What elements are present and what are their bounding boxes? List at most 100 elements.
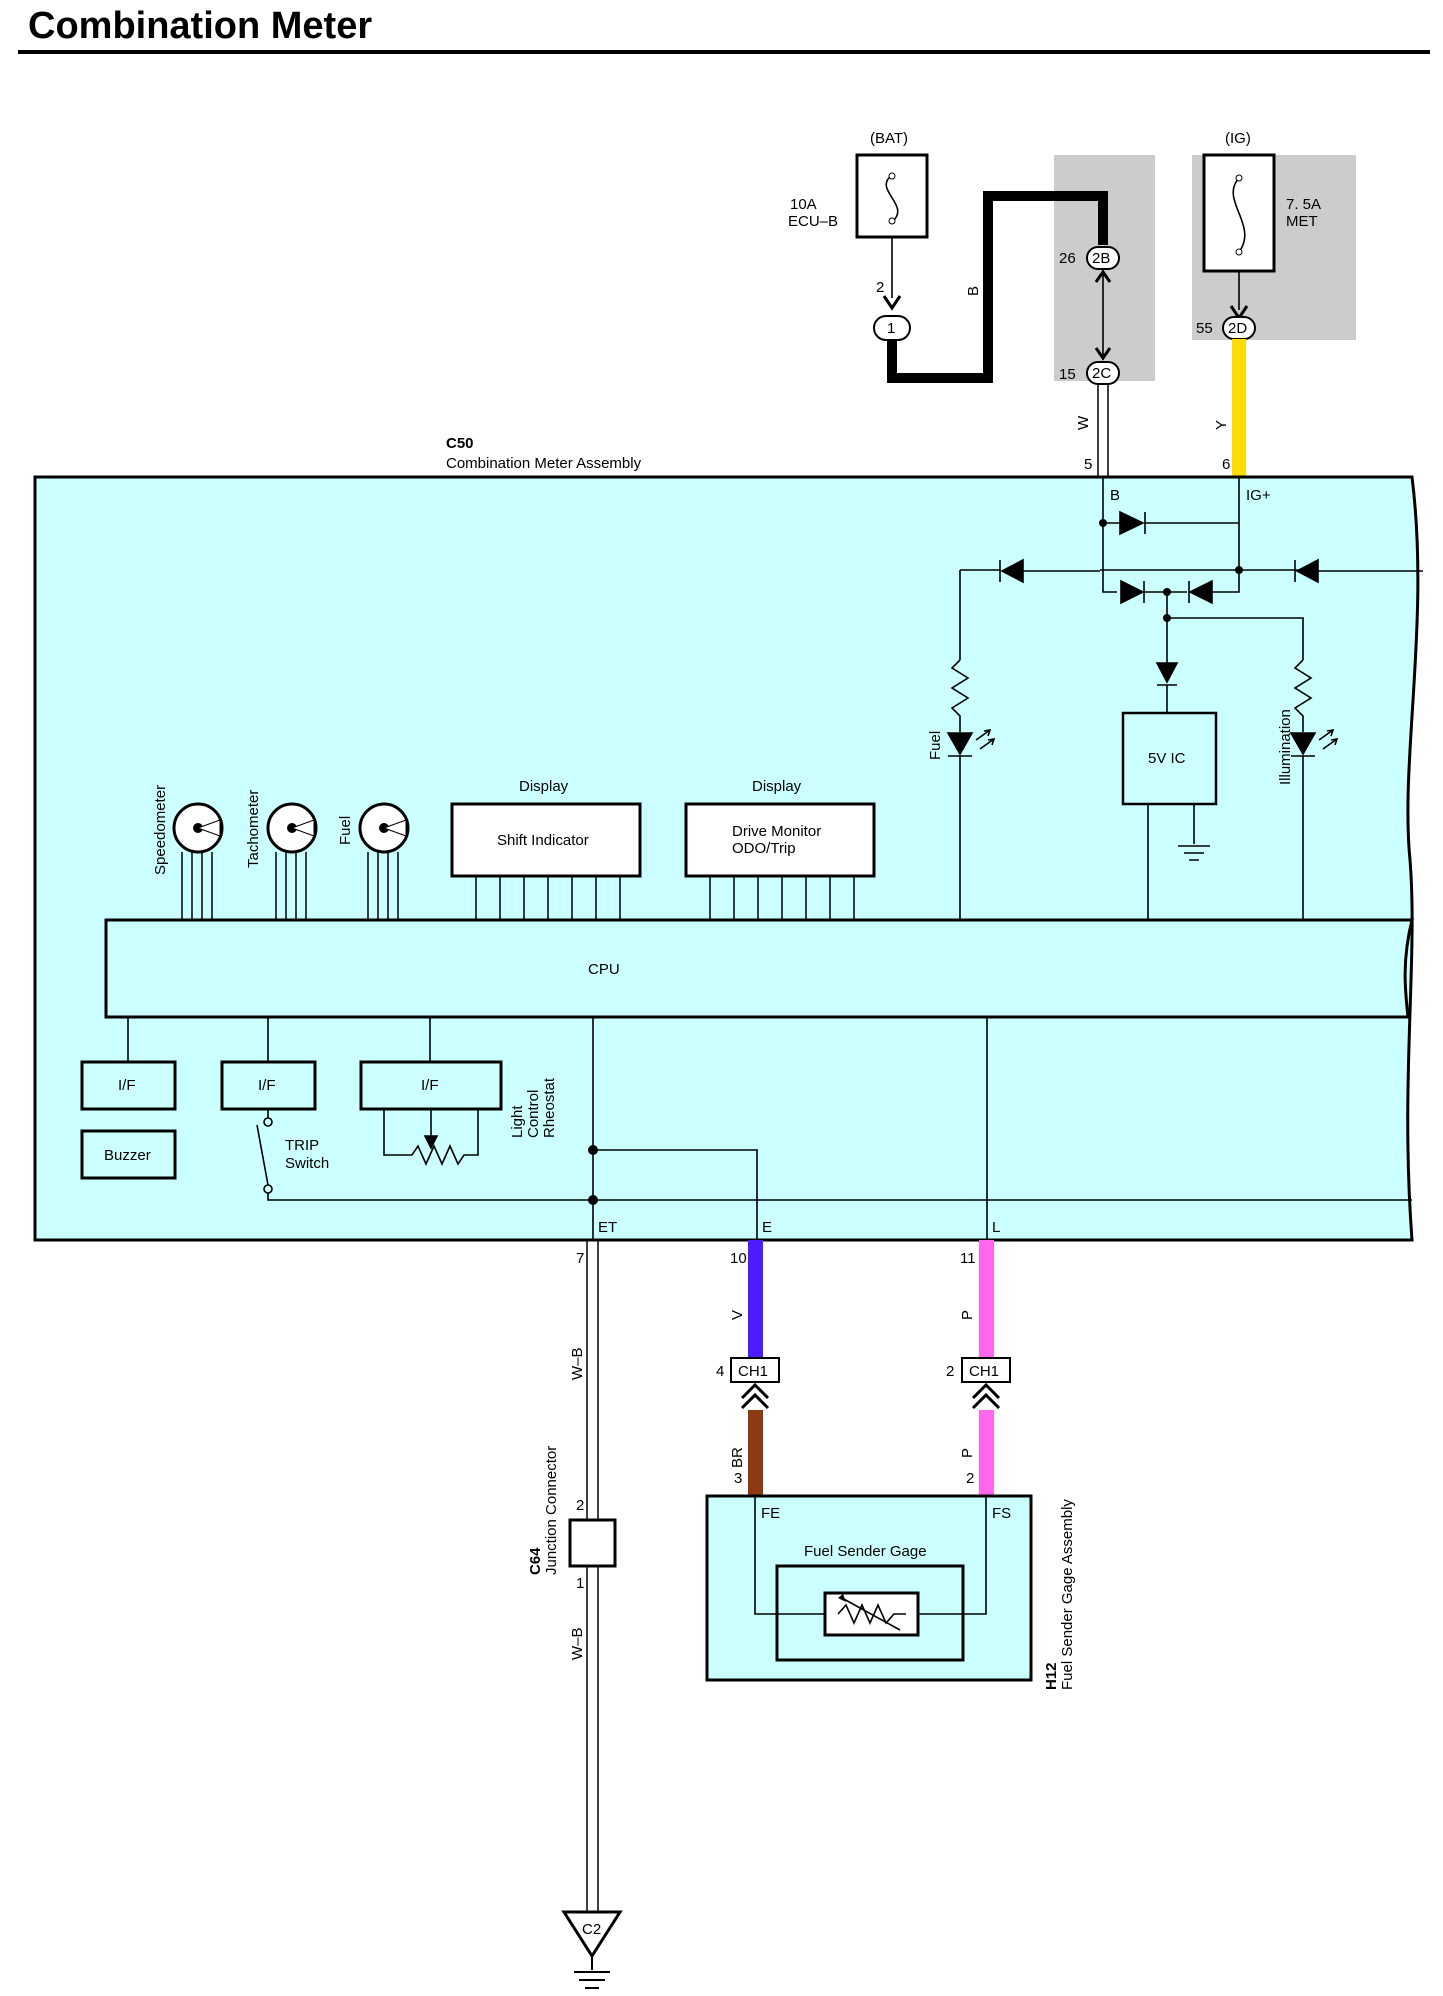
tachometer-gauge	[266, 802, 318, 920]
rheo-label1: Light	[509, 1105, 526, 1138]
wire-label-v: V	[729, 1310, 746, 1320]
display1-label: Shift Indicator	[497, 832, 589, 849]
sender-inner-label: Fuel Sender Gage	[804, 1543, 927, 1560]
ch1-right-pin: 2	[946, 1363, 954, 1380]
wire-label-w: W	[1075, 415, 1092, 430]
pin-b-label: B	[1110, 487, 1120, 504]
interface-trip	[220, 1060, 317, 1111]
pin-e-num: 10	[730, 1250, 747, 1267]
page-title: Combination Meter	[28, 5, 372, 47]
sender-name: Fuel Sender Gage Assembly	[1059, 1499, 1076, 1690]
ch1-right-label: CH1	[969, 1363, 999, 1380]
wire-label-wb-bottom: W–B	[569, 1627, 586, 1660]
wire-label-y: Y	[1213, 420, 1230, 430]
connector-1	[873, 315, 911, 341]
cpu-block	[104, 918, 1414, 1019]
connector-ch1-right	[961, 1357, 1011, 1383]
pin-b-num: 5	[1084, 456, 1092, 473]
c2c-pin: 15	[1059, 366, 1076, 383]
wire-brown	[748, 1410, 763, 1496]
light-control-rheostat	[383, 1109, 479, 1166]
trip-label1: TRIP	[285, 1137, 319, 1154]
ground-c2	[561, 1910, 623, 1959]
junction-id: C64	[527, 1547, 544, 1575]
wire-label-br: BR	[729, 1447, 746, 1468]
display1-caption: Display	[519, 778, 569, 795]
display2-line1: Drive Monitor	[732, 823, 821, 840]
wire-pink-upper	[979, 1240, 994, 1358]
speedometer-gauge	[172, 802, 224, 920]
connector-2c	[1086, 361, 1120, 385]
wire-label-wb-top: W–B	[569, 1347, 586, 1380]
fuse-met-element	[1232, 177, 1246, 253]
wire-label-p-bottom: P	[959, 1448, 976, 1458]
c2d-label: 2D	[1228, 320, 1247, 337]
ch1-left-label: CH1	[738, 1363, 768, 1380]
ic-label: 5V IC	[1148, 750, 1186, 767]
bat-source-label: (BAT)	[870, 130, 908, 147]
ig-source-label: (IG)	[1225, 130, 1251, 147]
speedometer-label: Speedometer	[152, 785, 169, 875]
c2c-label: 2C	[1092, 365, 1111, 382]
sender-id: H12	[1043, 1662, 1060, 1690]
fuse2-name: MET	[1286, 213, 1318, 230]
c2d-pin: 55	[1196, 320, 1213, 337]
buzzer	[80, 1129, 177, 1180]
fuse1-name: ECU–B	[788, 213, 838, 230]
pin-et-num: 7	[576, 1250, 584, 1267]
trip-switch	[256, 1109, 1412, 1201]
assembly-id: C50	[446, 435, 474, 452]
illumination-led	[1289, 659, 1339, 920]
pin-e-label: E	[762, 1219, 772, 1236]
wire-label-b: B	[965, 286, 982, 296]
trip-label2: Switch	[285, 1155, 329, 1172]
fuse-ecu-b	[855, 153, 929, 239]
tachometer-label: Tachometer	[245, 790, 262, 868]
illumination-label: Illumination	[1277, 709, 1294, 785]
wire-yellow	[1232, 339, 1246, 476]
wire-b-thick	[887, 191, 1108, 383]
buzzer-label: Buzzer	[104, 1147, 151, 1164]
sender-pin-fs: FS	[992, 1505, 1011, 1522]
fuel-gauge-label: Fuel	[337, 816, 354, 845]
display2-caption: Display	[752, 778, 802, 795]
interface-buzzer	[80, 1060, 177, 1111]
fuel-gauge	[358, 802, 410, 920]
ground-c2-label: C2	[582, 1921, 601, 1938]
fuse-ecu-b-element	[885, 174, 899, 223]
rheo-label2: Control	[525, 1090, 542, 1138]
wire-violet	[748, 1240, 763, 1358]
pin-l-num: 11	[960, 1250, 976, 1267]
fuel-led-label: Fuel	[927, 731, 944, 760]
wire-pink-lower	[979, 1410, 994, 1496]
c2b-pin: 26	[1059, 250, 1076, 267]
cpu-label: CPU	[588, 961, 620, 978]
if1-label: I/F	[118, 1077, 136, 1094]
display2-line2: ODO/Trip	[732, 840, 796, 857]
ch1-left-pin: 4	[716, 1363, 724, 1380]
junction-pin-top: 2	[576, 1497, 584, 1514]
connector-ch1-left	[730, 1357, 780, 1383]
junction-connector-c64	[568, 1518, 617, 1568]
c1-pin: 2	[876, 279, 884, 296]
sender-pin-fe: FE	[761, 1505, 780, 1522]
fuse1-amp: 10A	[790, 196, 817, 213]
pin-ig-num: 6	[1222, 456, 1230, 473]
junction-pin-bottom: 1	[576, 1575, 584, 1592]
sender-pin-fs-num: 2	[966, 1470, 974, 1487]
c2b-label: 2B	[1092, 250, 1110, 267]
if2-label: I/F	[258, 1077, 276, 1094]
fuse2-amp: 7. 5A	[1286, 196, 1321, 213]
5v-ic	[1121, 711, 1218, 806]
drive-monitor-display	[684, 802, 876, 878]
sender-pin-fe-num: 3	[734, 1470, 742, 1487]
pin-l-label: L	[992, 1219, 1000, 1236]
junction-name: Junction Connector	[543, 1446, 560, 1575]
if3-label: I/F	[421, 1077, 439, 1094]
pin-ig-label: IG+	[1246, 487, 1271, 504]
wire-label-p-top: P	[959, 1310, 976, 1320]
rheo-label3: Rheostat	[541, 1077, 558, 1138]
pin-et-label: ET	[598, 1219, 617, 1236]
diode-network	[959, 477, 1423, 713]
